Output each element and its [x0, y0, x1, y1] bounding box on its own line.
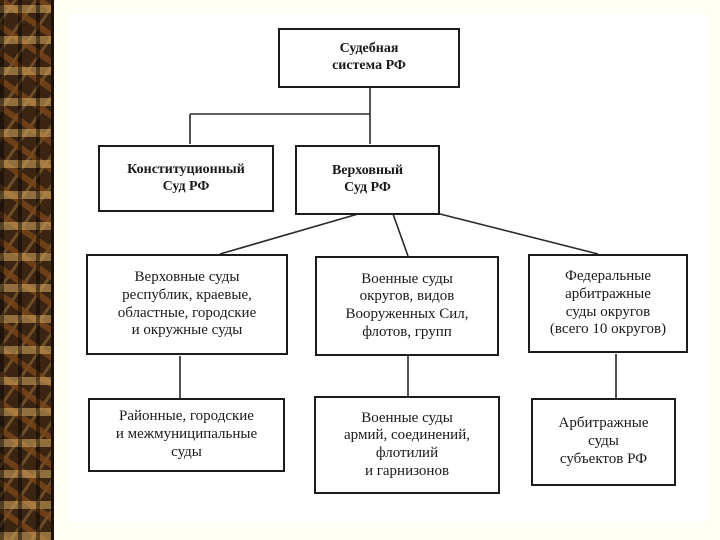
node-regional-supreme-courts: Верховные суды республик, краевые, облас… — [86, 254, 288, 355]
node-military-army-courts: Военные суды армий, соединений, флотилий… — [314, 396, 500, 494]
connector-supreme-military — [392, 213, 409, 257]
root-node-judicial-system: Судебная система РФ — [278, 28, 460, 88]
decorative-wood-border — [0, 0, 54, 540]
node-district-courts: Районные, городские и межмуниципальные с… — [88, 398, 285, 472]
connector-lines — [179, 87, 617, 398]
node-federal-arbitration-courts: Федеральные арбитражные суды округов (вс… — [528, 254, 688, 353]
connector-supreme-arbitration — [439, 213, 599, 255]
connector-supreme-regional — [219, 213, 359, 255]
node-constitutional-court: Конституционный Суд РФ — [98, 145, 274, 212]
node-military-district-courts: Военные суды округов, видов Вооруженных … — [315, 256, 499, 356]
slide-canvas: Судебная система РФ Конституционный Суд … — [68, 14, 708, 522]
node-subject-arbitration-courts: Арбитражные суды субъектов РФ — [531, 398, 676, 486]
node-supreme-court: Верховный Суд РФ — [295, 145, 440, 215]
